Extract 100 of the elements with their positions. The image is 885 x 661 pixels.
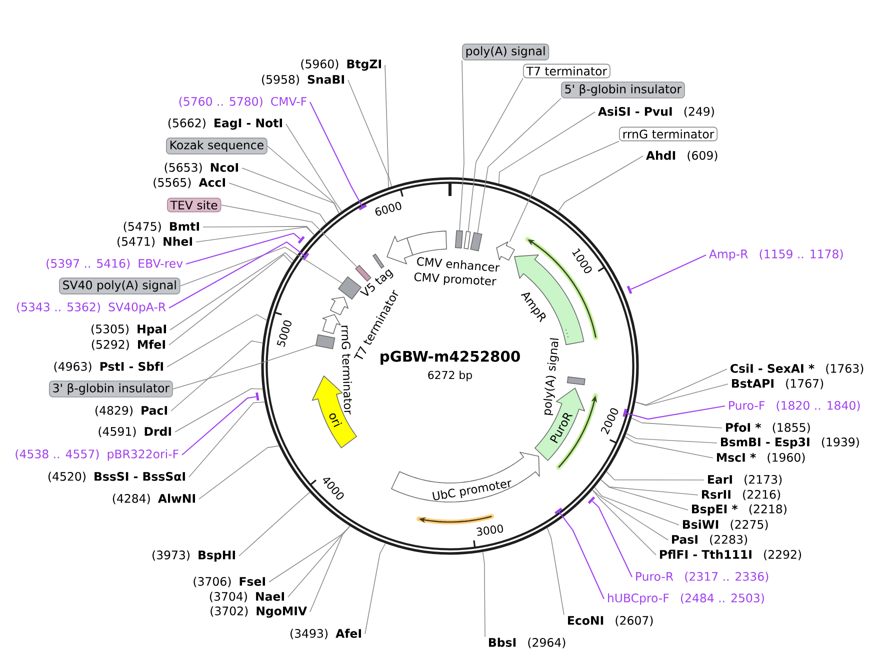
leader-line	[172, 344, 316, 390]
site-position: (5565)	[154, 178, 191, 188]
primer-position: (2484 .. 2503)	[680, 593, 764, 604]
primer-name: pBR322ori-F	[108, 449, 178, 461]
leader-line	[592, 489, 656, 556]
enzyme-name: BmtI	[170, 222, 199, 231]
feature-label: rrnG terminator	[619, 126, 718, 142]
enzyme-name: HpaI	[138, 324, 166, 336]
enzyme-name: AccI	[198, 178, 225, 187]
site-position: (4520)	[48, 472, 86, 482]
feature-block	[566, 376, 586, 386]
enzyme-name: MfeI	[138, 340, 165, 349]
leader-line	[348, 80, 389, 188]
enzyme-name: EcoNI	[568, 616, 604, 625]
enzyme-name: RsrII	[702, 490, 730, 499]
plasmid-size: 6272 bp	[428, 370, 472, 382]
enzyme-name: BspEI *	[692, 504, 738, 516]
leader-line	[166, 314, 268, 368]
primer-position: (5760 .. 5780)	[179, 96, 262, 108]
primer-position: (4538 .. 4557)	[16, 449, 99, 460]
leader-line	[384, 64, 392, 187]
enzyme-name: DrdI	[144, 426, 171, 436]
enzyme-name: AfeI	[336, 628, 361, 638]
leader-line	[170, 340, 263, 412]
leader-line	[202, 226, 315, 236]
site-position: (249)	[684, 106, 714, 118]
leader-line	[626, 405, 726, 420]
primer-name: CMV-F	[271, 96, 306, 106]
feature-label: TEV site	[167, 198, 222, 212]
feature-block	[355, 264, 372, 282]
site-position: (1763)	[826, 364, 864, 374]
site-position: (609)	[688, 150, 718, 162]
leader-line	[634, 384, 728, 406]
enzyme-name: BsiWI	[683, 520, 718, 529]
leader-line	[498, 112, 596, 184]
leader-line	[468, 78, 524, 232]
enzyme-name: EagI - NotI	[214, 118, 282, 130]
leader-line	[170, 252, 294, 330]
leader-line	[180, 246, 343, 286]
enzyme-name: PstI - SbfI	[100, 362, 163, 371]
enzyme-name: BsmBI - Esp3I	[721, 438, 810, 449]
site-position: (4963)	[54, 362, 92, 372]
primer-mark	[256, 392, 260, 401]
enzyme-name: BssSI - BssSαI	[94, 472, 185, 481]
primer-name: Puro-F	[729, 401, 764, 410]
leader-line	[182, 396, 256, 456]
leader-line	[364, 543, 386, 634]
leader-line	[286, 124, 342, 212]
site-position: (5475)	[124, 222, 161, 232]
enzyme-name: PflFI - Tth111I	[660, 550, 752, 559]
leader-line	[630, 254, 706, 290]
enzyme-name: BspHI	[198, 550, 235, 562]
enzyme-name: AhdI	[646, 150, 676, 160]
leader-line	[626, 433, 718, 444]
site-position: (3706)	[194, 576, 231, 588]
plasmid-ring	[261, 177, 639, 555]
leader-line	[546, 527, 564, 616]
enzyme-name: BtgZI	[347, 60, 381, 71]
leader-line	[600, 479, 698, 496]
site-position: (5305)	[92, 324, 129, 335]
leader-line	[482, 552, 486, 638]
site-position: (5958)	[262, 74, 299, 86]
leader-line	[174, 388, 263, 432]
feature-name: CMV enhancer	[417, 257, 500, 272]
site-position: (2292)	[764, 550, 802, 560]
enzyme-name: NcoI	[210, 163, 238, 172]
site-position: (5292)	[92, 340, 129, 350]
primer-mark	[554, 508, 562, 514]
site-position: (5653)	[164, 162, 202, 174]
enzyme-name: NheI	[164, 236, 192, 246]
leader-line	[168, 254, 292, 346]
enzyme-name: NaeI	[256, 592, 284, 601]
enzyme-name: MscI *	[717, 452, 756, 462]
primer-position: (1820 .. 1840)	[776, 400, 860, 412]
leader-line	[310, 526, 350, 612]
leader-line	[558, 512, 604, 600]
leader-line	[631, 418, 722, 428]
site-position: (1960)	[768, 452, 805, 464]
leader-line	[220, 204, 358, 268]
primer-position: (5397 .. 5416)	[46, 258, 130, 270]
feature-symbol	[496, 241, 515, 261]
site-position: (2173)	[744, 474, 782, 486]
feature-label: 3' β-globin insulator	[49, 380, 173, 398]
site-position: (2216)	[743, 490, 780, 500]
leader-line	[558, 156, 644, 212]
leader-line	[310, 102, 363, 206]
site-position: (2275)	[730, 520, 768, 530]
leader-line	[266, 146, 340, 214]
site-position: (2218)	[749, 504, 786, 515]
leader-line	[600, 479, 688, 510]
site-position: (2607)	[616, 616, 653, 626]
site-position: (4591)	[98, 426, 136, 438]
enzyme-name: BstAPI	[732, 379, 774, 388]
leader-line	[592, 500, 632, 578]
site-position: (2283)	[710, 534, 748, 546]
leader-line	[188, 402, 266, 478]
feature-label: SV40 poly(A) signal	[59, 278, 180, 294]
feature-block	[464, 231, 471, 250]
leader-line	[242, 168, 340, 214]
site-position: (3493)	[290, 628, 328, 640]
